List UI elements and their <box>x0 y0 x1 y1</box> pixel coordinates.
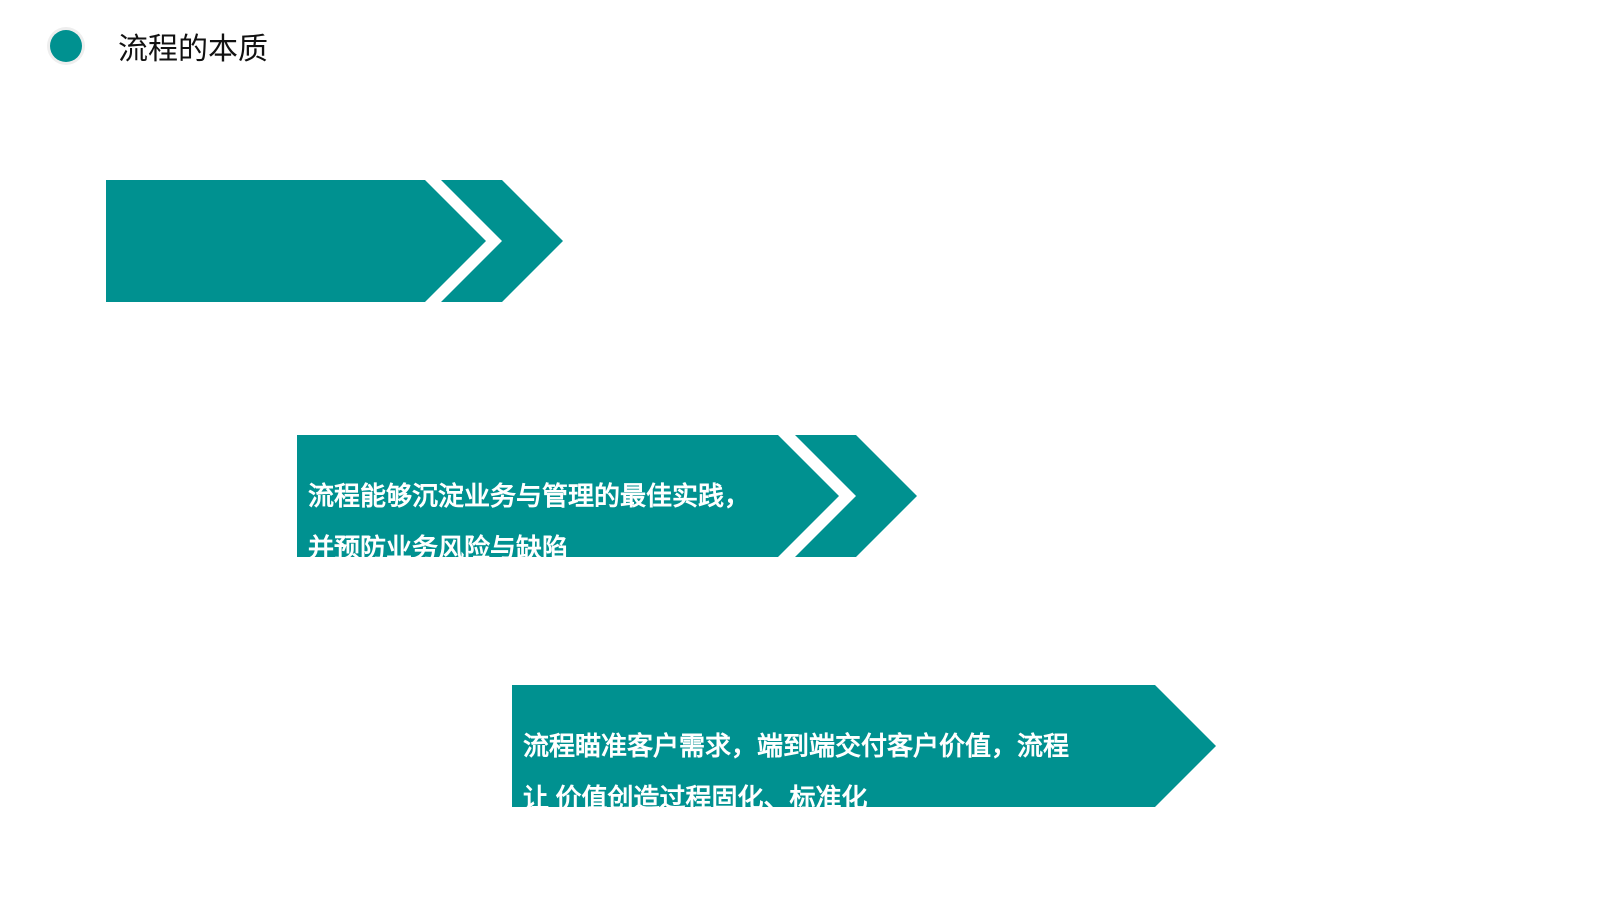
step-3-line-2: 让 价值创造过程固化、标准化 <box>523 784 868 807</box>
step-2-line-2: 并预防业务风险与缺陷 <box>308 534 569 557</box>
page-title: 流程的本质 <box>118 33 268 66</box>
step-3-text: 流程瞄准客户需求，端到端交付客户价值，流程 让 价值创造过程固化、标准化 <box>523 685 1163 807</box>
step-2-text: 流程能够沉淀业务与管理的最佳实践， 并预防业务风险与缺陷 <box>308 435 788 557</box>
circle-dot-icon <box>50 30 82 62</box>
step-3-line-1: 流程瞄准客户需求，端到端交付客户价值，流程 <box>523 732 1070 761</box>
step-2-line-1: 流程能够沉淀业务与管理的最佳实践， <box>308 482 751 511</box>
step-2-arrow <box>297 435 839 557</box>
step-1-arrow <box>106 180 486 302</box>
step-3-arrow <box>512 685 1216 807</box>
